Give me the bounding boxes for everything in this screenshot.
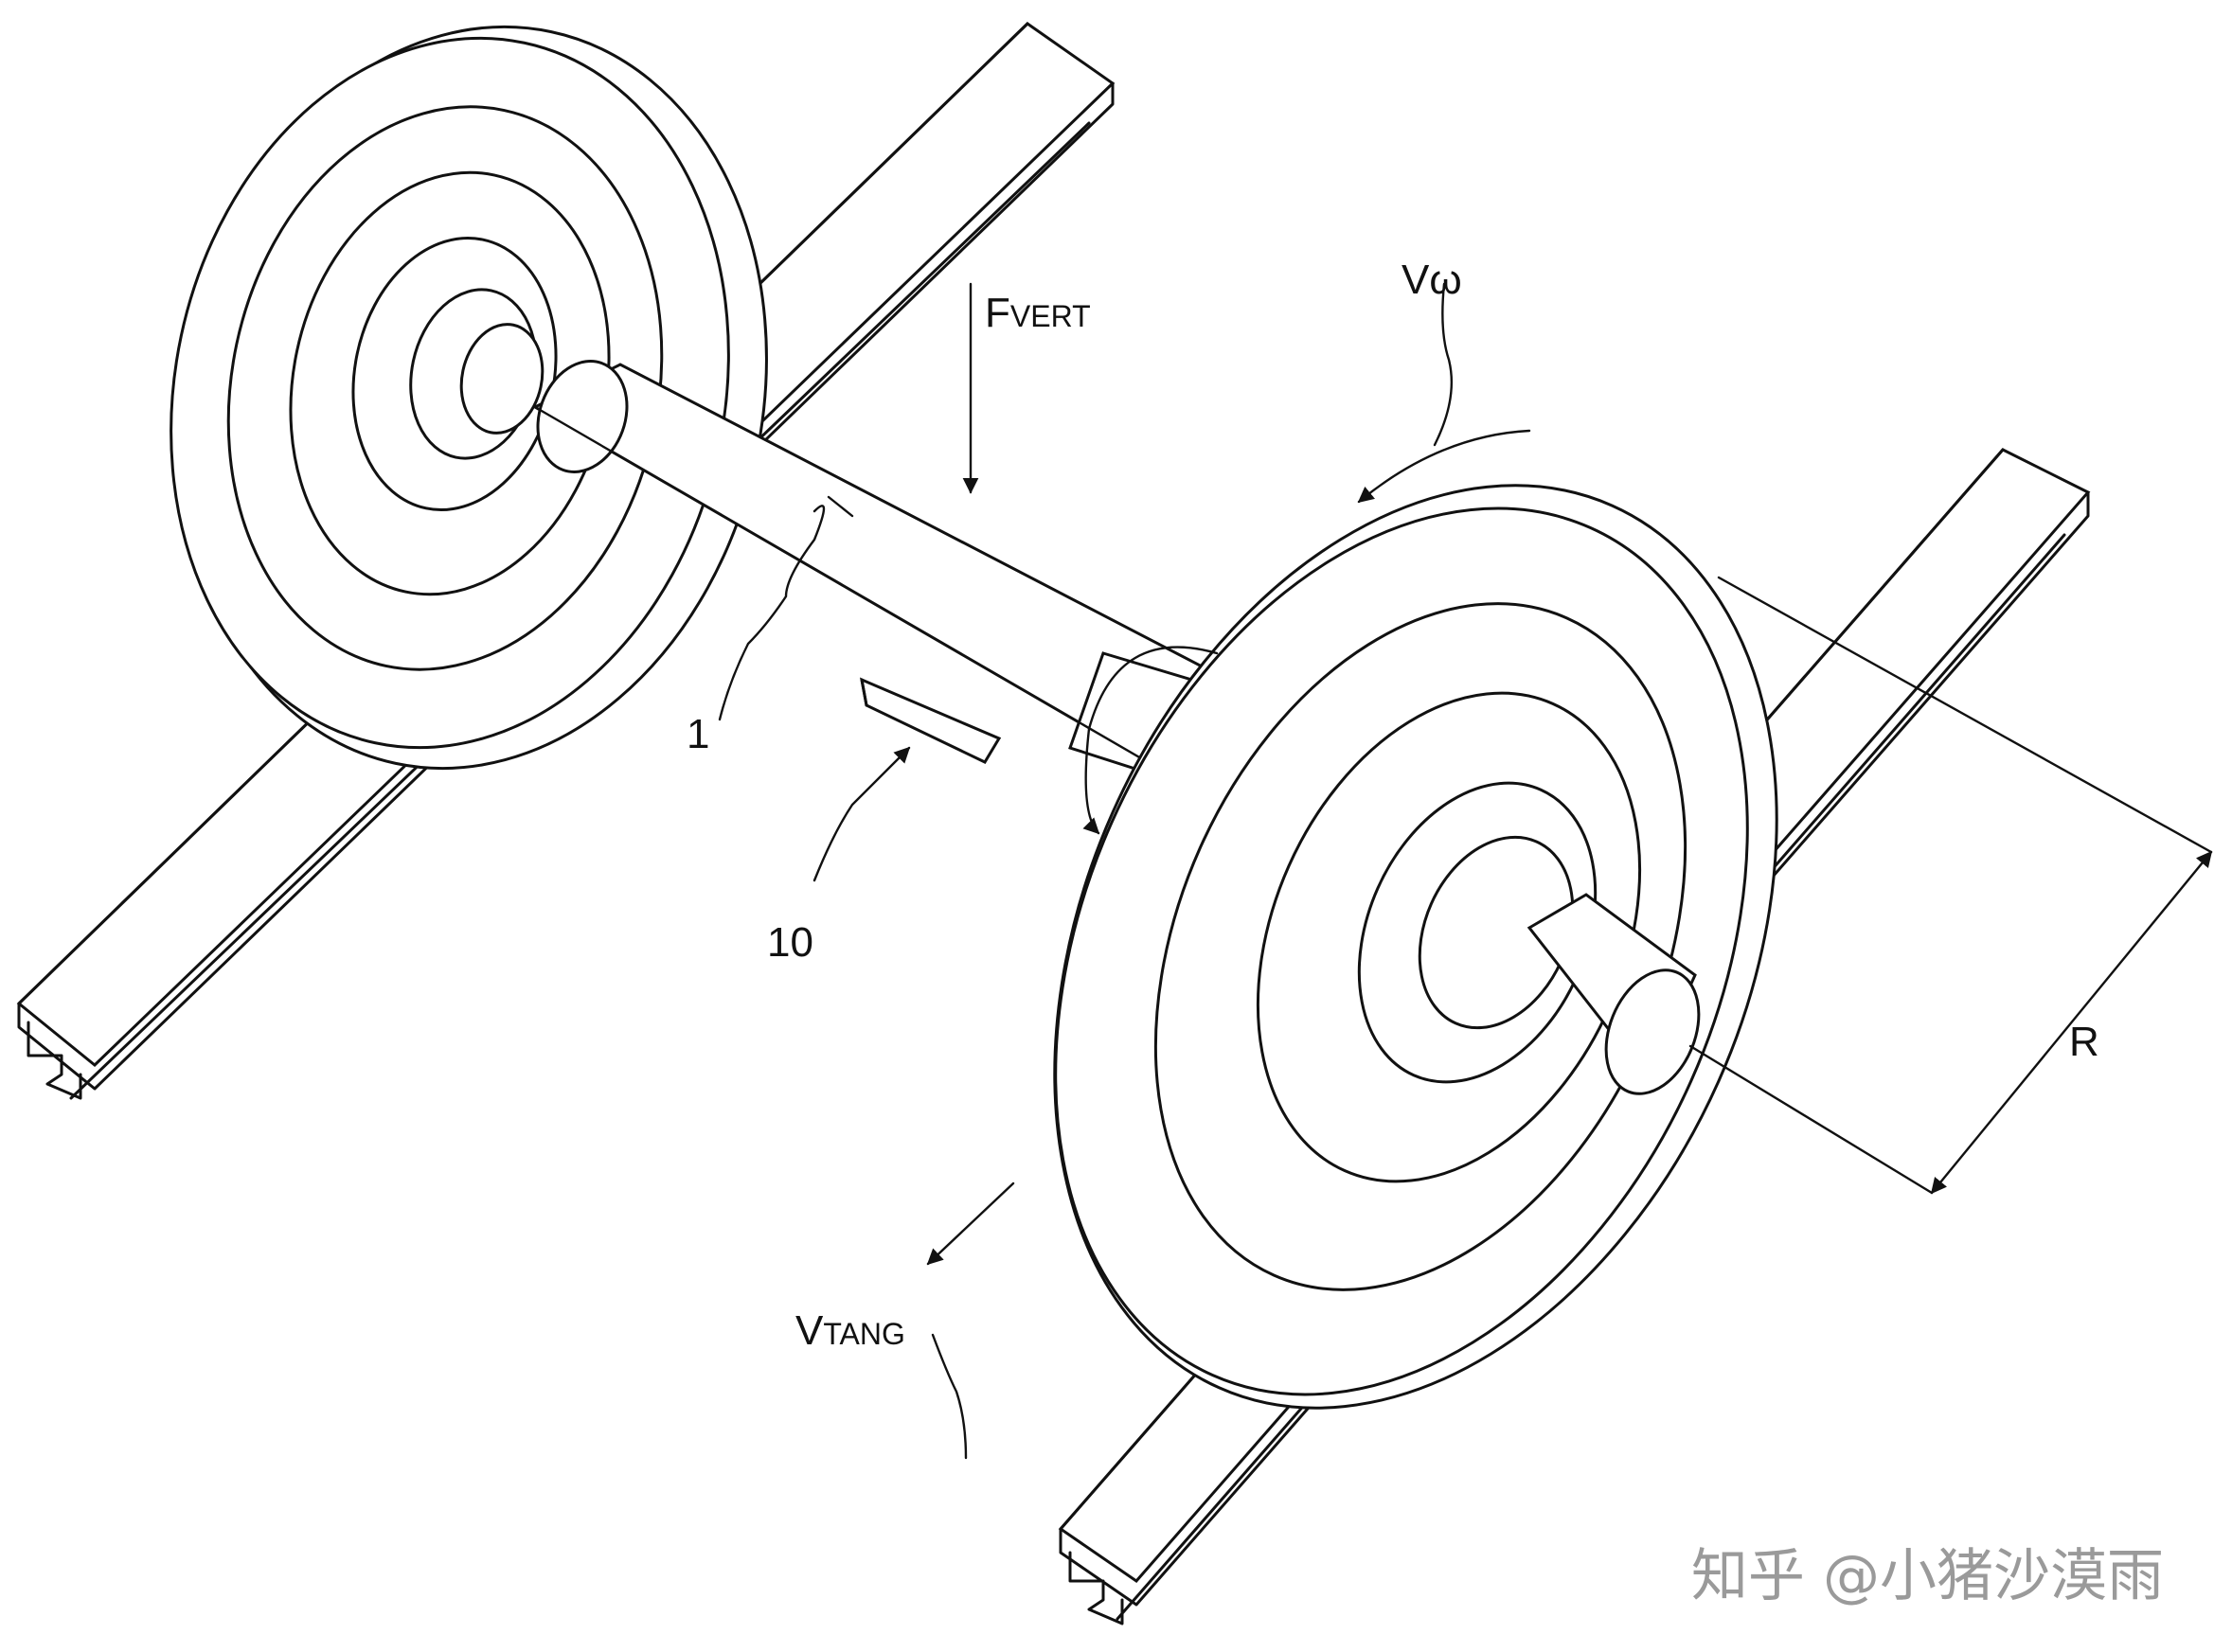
axle-rotation-arrow [1082,646,1219,835]
axle [531,360,1233,789]
axle-reference-label: 1 [687,711,709,757]
watermark: 知乎 @小猪沙漠雨 [1691,1543,2164,1609]
tangential-velocity-label: VTANG [795,1307,905,1354]
sensor-leader [812,746,911,882]
force-vertical-label: FVERT [985,290,1091,336]
tangential-velocity-arrow [926,1181,1015,1460]
angular-velocity-arrow [1357,282,1531,504]
radius-dimension [1688,576,2213,1195]
sensor-box [860,677,1002,764]
left-wheel [170,25,768,771]
angular-velocity-label: Vω [1402,257,1462,303]
sensor-reference-label: 10 [767,919,813,966]
radius-label: R [2069,1019,2099,1065]
right-wheel [1053,484,1778,1410]
